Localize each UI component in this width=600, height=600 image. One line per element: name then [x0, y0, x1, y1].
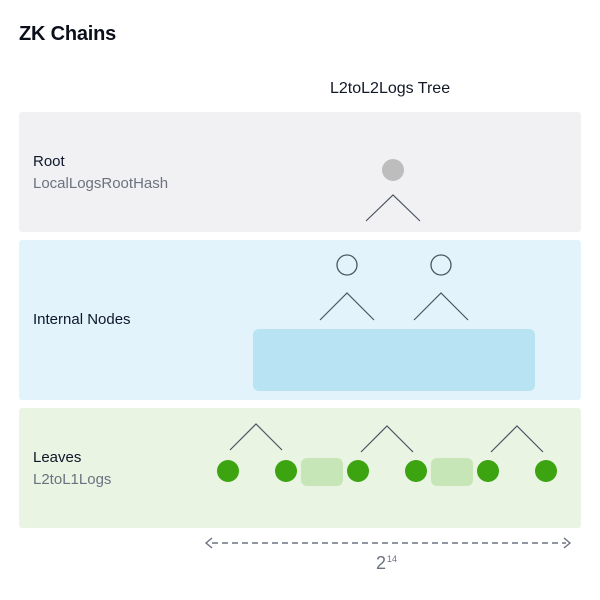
root-band: Root LocalLogsRootHash [19, 112, 581, 232]
tree-title: L2toL2Logs Tree [330, 80, 451, 97]
page-title: ZK Chains [19, 23, 117, 45]
dimension-exponent: 14 [387, 554, 398, 564]
dimension-arrow-left-icon [204, 537, 213, 549]
dimension-label: 214 [376, 553, 397, 574]
leaves-label: Leaves [33, 449, 82, 466]
internal-nodes-band: Internal Nodes [19, 240, 581, 400]
root-sublabel: LocalLogsRootHash [33, 175, 169, 192]
dimension-base: 2 [376, 553, 387, 573]
leaves-sublabel: L2toL1Logs [33, 471, 112, 488]
dimension-arrow-right-icon [563, 537, 572, 549]
root-label: Root [33, 153, 65, 170]
leaves-band: Leaves L2toL1Logs [19, 408, 581, 528]
internal-nodes-label: Internal Nodes [33, 311, 131, 328]
